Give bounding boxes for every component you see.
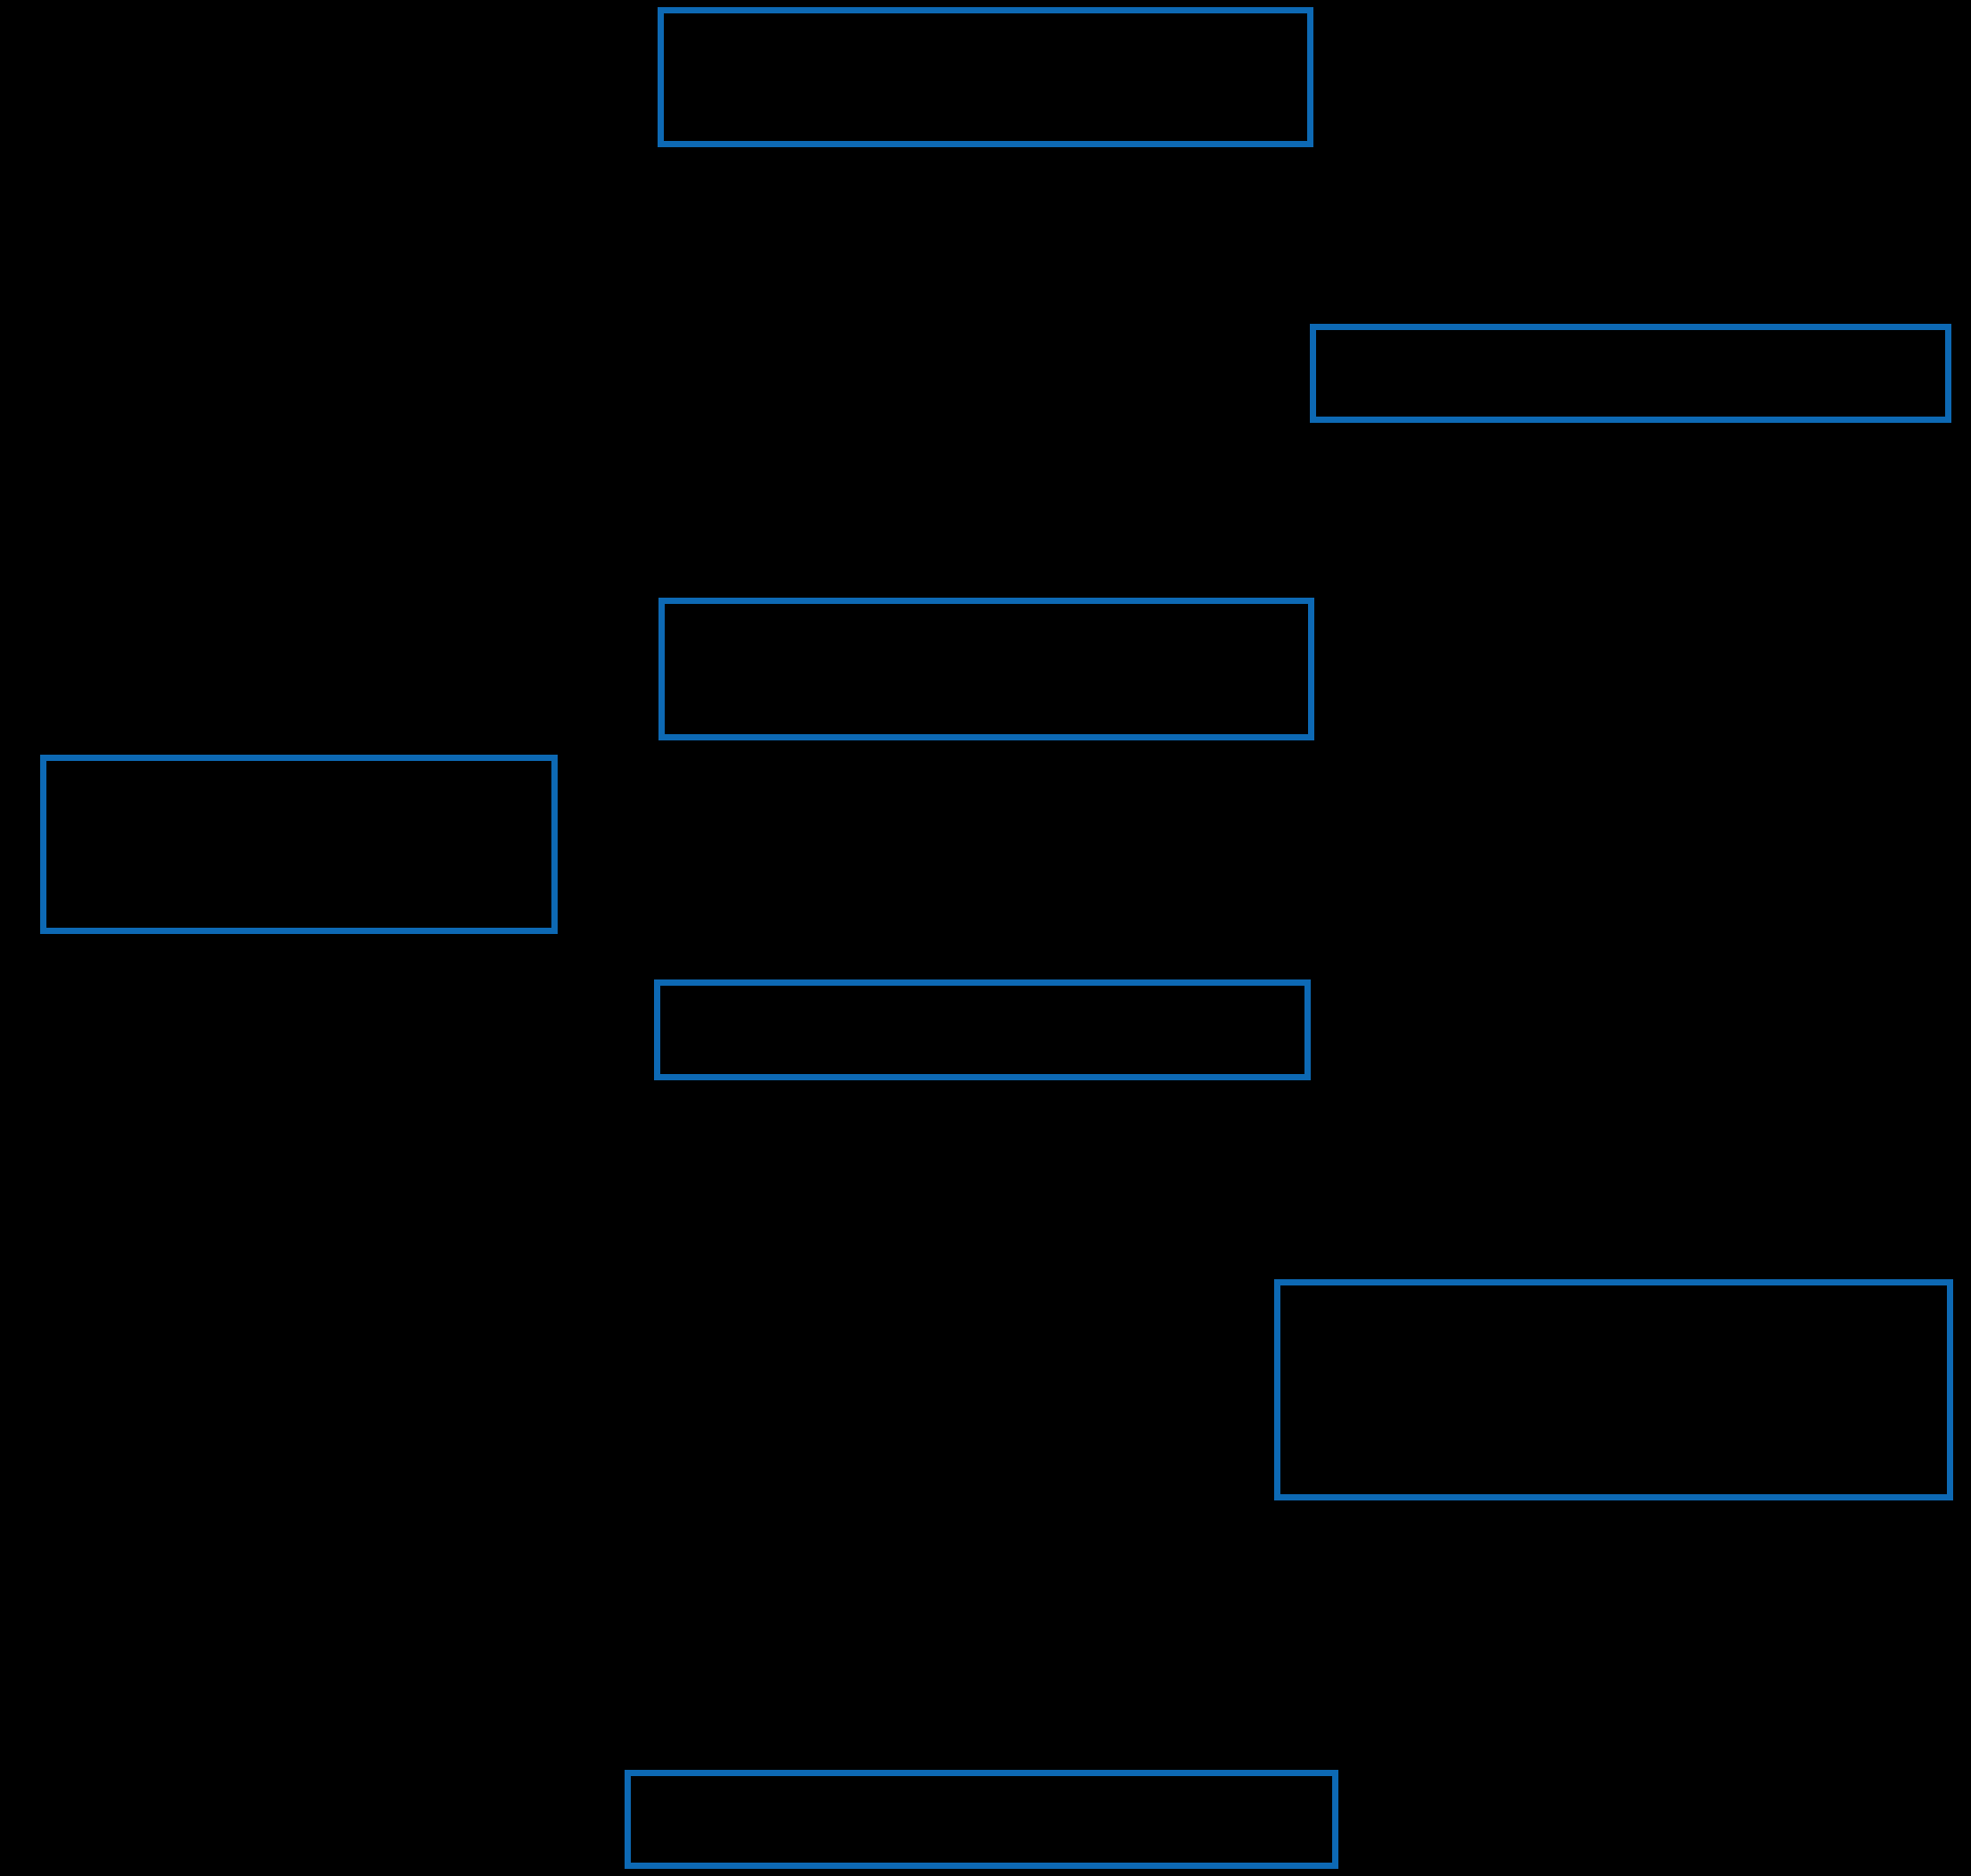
- flowchart-box-top-center: [658, 7, 1313, 147]
- flowchart-box-mid-left: [40, 755, 558, 934]
- flowchart-box-lower-right: [1274, 1279, 1953, 1500]
- flowchart-box-center: [654, 979, 1311, 1080]
- flowchart-box-upper-right: [1310, 324, 1951, 423]
- flowchart-box-bottom-center: [625, 1770, 1338, 1869]
- flowchart-box-mid-center: [658, 598, 1314, 740]
